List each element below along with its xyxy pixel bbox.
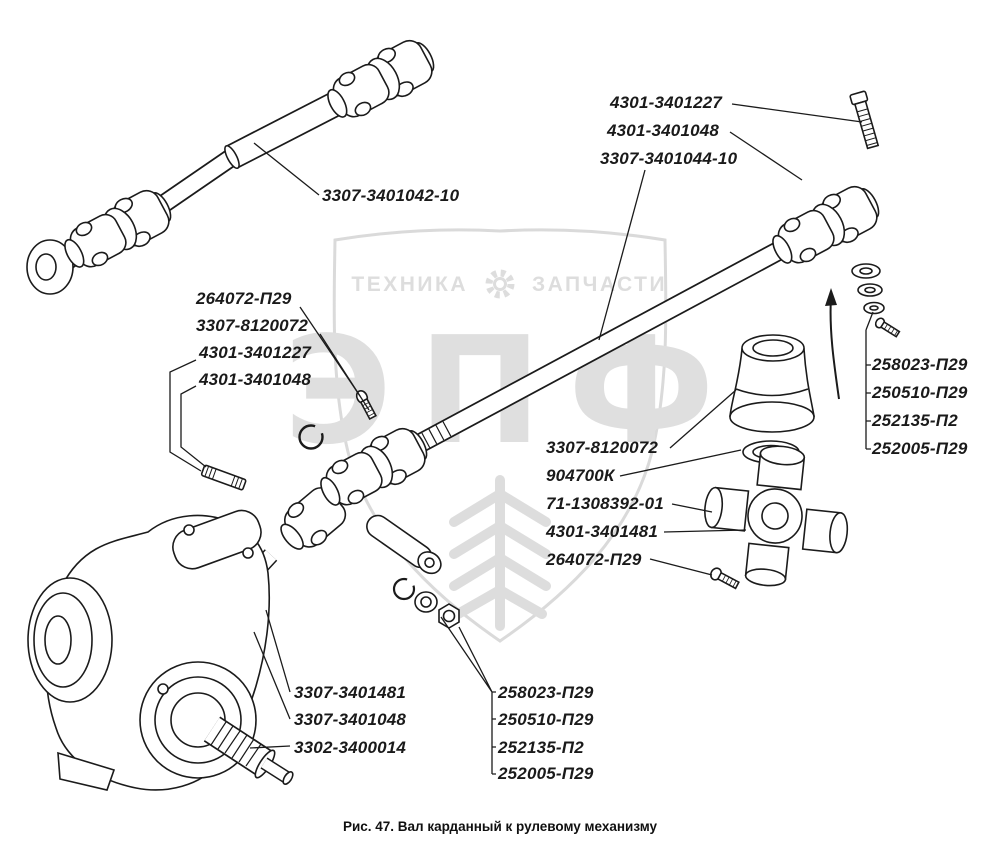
part-label: 264072-П29 (546, 550, 642, 569)
watermark-tagline-right: ЗАПЧАСТИ (532, 273, 667, 296)
part-label: 71-1308392-01 (546, 494, 664, 513)
wheat-sheaf-icon (449, 475, 551, 631)
part-label: 3307-3401481 (294, 683, 407, 702)
part-label: 252005-П29 (498, 764, 594, 783)
part-label: 4301-3401481 (546, 522, 659, 541)
part-label: 3307-8120072 (196, 316, 309, 335)
part-label: 3307-8120072 (546, 438, 659, 457)
part-label: 264072-П29 (196, 289, 292, 308)
part-label: 904700К (546, 466, 615, 485)
watermark-tagline-left: ТЕХНИКА (351, 273, 468, 296)
part-label: 250510-П29 (872, 383, 968, 402)
part-label: 4301-3401227 (199, 343, 312, 362)
main-cardan-shaft-drawing (412, 185, 880, 454)
part-label: 252135-П2 (872, 411, 958, 430)
part-label: 252135-П2 (498, 738, 584, 757)
figure-caption: Рис. 47. Вал карданный к рулевому механи… (342, 819, 658, 834)
leader-lines (169, 103, 874, 775)
part-label: 258023-П29 (498, 683, 594, 702)
part-label: 3302-3400014 (294, 738, 407, 757)
fasteners-top-right-drawing (825, 90, 901, 400)
gear-icon (485, 269, 515, 299)
part-label: 4301-3401048 (199, 370, 312, 389)
washer-nut-row-drawing (392, 577, 460, 629)
part-label: 4301-3401048 (607, 121, 720, 140)
part-label: 3307-3401042-10 (322, 186, 460, 205)
part-label: 250510-П29 (498, 710, 594, 729)
part-label: 3307-3401044-10 (600, 149, 738, 168)
universal-joint-cross-drawing (704, 445, 849, 590)
part-label: 3307-3401048 (294, 710, 407, 729)
part-label: 258023-П29 (872, 355, 968, 374)
steering-gearbox-drawing (27, 509, 294, 791)
watermark: ТЕХНИКА ЗАПЧАСТИ ЭПФ (283, 228, 715, 643)
rubber-boot-drawing (729, 334, 815, 464)
shield-icon (332, 228, 668, 643)
upper-cardan-shaft-drawing (26, 39, 435, 295)
line-art (26, 39, 901, 791)
part-label: 252005-П29 (872, 439, 968, 458)
part-label: 4301-3401227 (610, 93, 723, 112)
